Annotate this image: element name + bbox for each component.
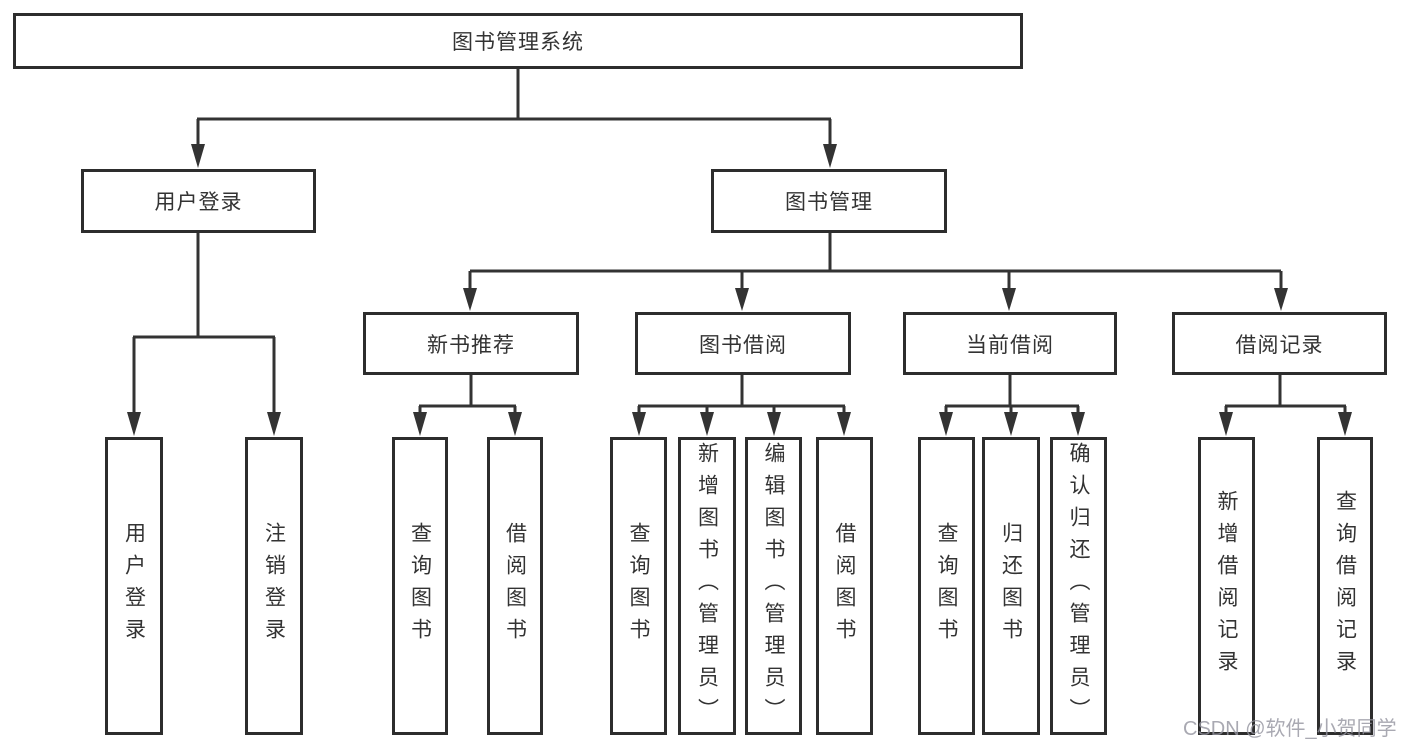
leaf-edit-books-admin: 编辑图书（管理员） xyxy=(745,437,802,735)
leaf-query-borrow-record: 查询借阅记录 xyxy=(1317,437,1373,735)
leaf-borrow-books: 借阅图书 xyxy=(816,437,873,735)
leaf-logout: 注销登录 xyxy=(245,437,303,735)
csdn-watermark: CSDN @软件_小贺同学 xyxy=(1183,718,1397,740)
node-new-book-recommend: 新书推荐 xyxy=(363,312,579,375)
node-label: 当前借阅 xyxy=(966,333,1054,357)
leaf-confirm-return-admin: 确认归还（管理员） xyxy=(1050,437,1107,735)
leaf-query-books: 查询图书 xyxy=(918,437,975,735)
leaf-label: 归还图书 xyxy=(999,522,1023,650)
leaf-label: 用户登录 xyxy=(122,522,146,650)
leaf-label: 新增借阅记录 xyxy=(1215,490,1238,682)
leaf-add-borrow-record: 新增借阅记录 xyxy=(1198,437,1255,735)
leaf-label: 注销登录 xyxy=(262,522,286,650)
leaf-label: 借阅图书 xyxy=(833,522,856,650)
leaf-label: 查询图书 xyxy=(935,522,958,650)
node-label: 图书借阅 xyxy=(699,333,787,357)
node-system-root: 图书管理系统 xyxy=(13,13,1023,69)
node-label: 借阅记录 xyxy=(1235,333,1324,357)
node-book-management-branch: 图书管理 xyxy=(711,169,947,233)
node-label: 图书管理系统 xyxy=(452,31,584,54)
leaf-label: 借阅图书 xyxy=(503,522,527,650)
leaf-label: 查询借阅记录 xyxy=(1333,490,1357,682)
node-label: 图书管理 xyxy=(785,191,873,214)
leaf-user-login: 用户登录 xyxy=(105,437,163,735)
leaf-label: 查询图书 xyxy=(627,522,650,650)
node-book-borrow: 图书借阅 xyxy=(635,312,851,375)
leaf-query-books: 查询图书 xyxy=(610,437,667,735)
node-borrow-records: 借阅记录 xyxy=(1172,312,1387,375)
leaf-borrow-books: 借阅图书 xyxy=(487,437,543,735)
node-current-borrow: 当前借阅 xyxy=(903,312,1117,375)
leaf-label: 新增图书（管理员） xyxy=(695,442,719,730)
leaf-query-books: 查询图书 xyxy=(392,437,448,735)
node-user-login-branch: 用户登录 xyxy=(81,169,316,233)
leaf-label: 编辑图书（管理员） xyxy=(762,442,785,730)
node-label: 用户登录 xyxy=(154,191,243,214)
leaf-return-books: 归还图书 xyxy=(982,437,1040,735)
leaf-label: 查询图书 xyxy=(408,522,432,650)
node-label: 新书推荐 xyxy=(427,333,515,357)
leaf-add-books-admin: 新增图书（管理员） xyxy=(678,437,736,735)
leaf-label: 确认归还（管理员） xyxy=(1067,442,1090,730)
